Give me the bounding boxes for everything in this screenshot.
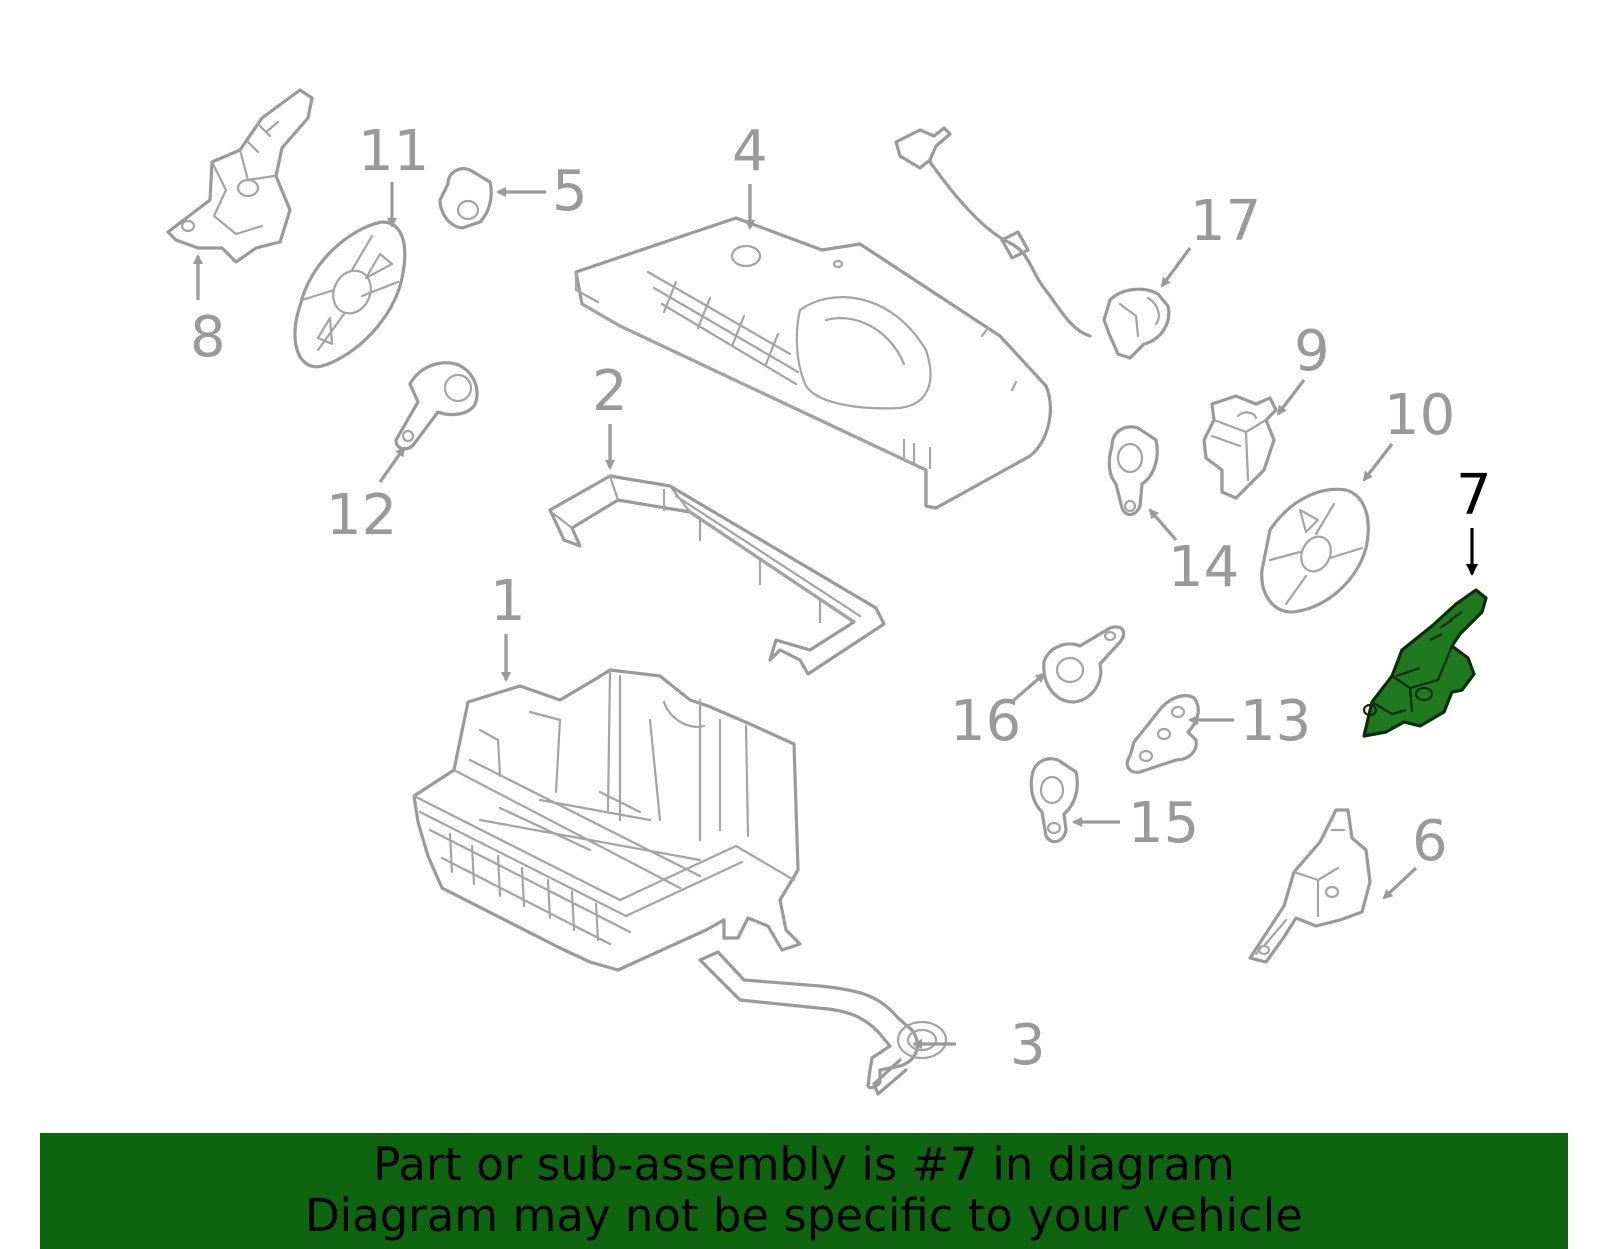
callout-11: 11: [358, 119, 429, 184]
part-10-damper-door: [1260, 487, 1370, 614]
banner-line-1: Part or sub-assembly is #7 in diagram: [373, 1138, 1235, 1191]
part-11-damper-door: [293, 220, 407, 369]
callout-10: 10: [1384, 383, 1455, 448]
part-9-actuator: [1202, 394, 1278, 500]
callout-labels: 1 2 3 4 5 6 7 8 9 10 11 12 13 14 15 16 1…: [190, 119, 1492, 1078]
callout-2: 2: [592, 359, 628, 424]
callout-5: 5: [552, 159, 588, 224]
part-1-lower-case: [412, 668, 802, 972]
callout-13: 13: [1240, 689, 1311, 754]
banner-line-2: Diagram may not be specific to your vehi…: [305, 1189, 1303, 1242]
callout-15: 15: [1128, 791, 1199, 856]
leader-lines: [193, 182, 1478, 1049]
part-4-upper-housing: [574, 216, 1052, 510]
part-14-bushing: [1107, 425, 1159, 517]
callout-6: 6: [1412, 809, 1448, 874]
callout-4: 4: [732, 119, 768, 184]
part-16-bushing: [1042, 625, 1126, 704]
callout-12: 12: [326, 483, 397, 548]
callout-17: 17: [1190, 189, 1261, 254]
info-banner: Part or sub-assembly is #7 in diagram Di…: [40, 1133, 1568, 1249]
part-2-duct: [548, 474, 886, 676]
part-3-drain-hose: [698, 950, 948, 1096]
callout-7: 7: [1456, 463, 1492, 528]
callout-16: 16: [950, 689, 1021, 754]
part-15-bushing: [1029, 757, 1079, 844]
part-5-bushing: [438, 167, 493, 230]
part-7-actuator-highlighted: [1362, 588, 1488, 738]
part-17-sensor-harness: [894, 126, 1171, 360]
callout-3: 3: [1010, 1013, 1046, 1078]
callout-9: 9: [1294, 319, 1330, 384]
part-8-actuator: [166, 88, 314, 264]
part-12-bracket: [394, 361, 479, 451]
callout-14: 14: [1168, 535, 1239, 600]
part-6-actuator: [1248, 808, 1372, 964]
part-13-bracket-plate: [1125, 694, 1200, 774]
callout-1: 1: [490, 569, 526, 634]
callout-8: 8: [190, 305, 226, 370]
